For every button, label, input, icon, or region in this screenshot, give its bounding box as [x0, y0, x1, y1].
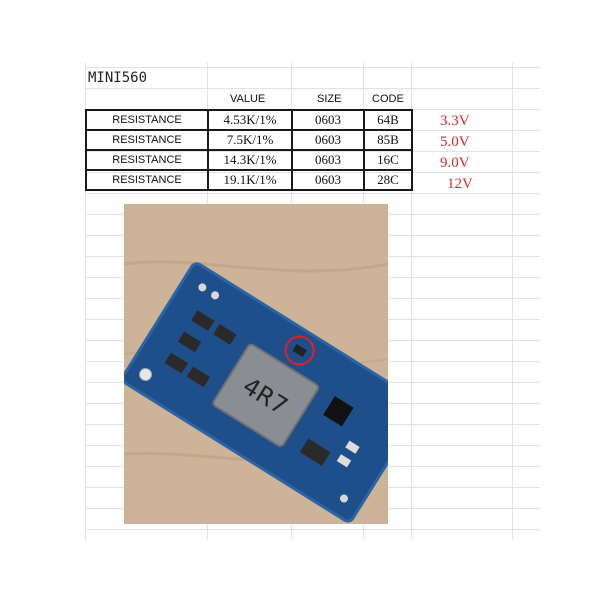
cell-value[interactable]: 14.3K/1%: [207, 149, 293, 171]
smd-component: [345, 440, 360, 454]
highlight-circle: [284, 335, 315, 366]
cell-code[interactable]: 16C: [363, 149, 413, 171]
pcb-edge: [124, 262, 388, 523]
grid-line: [512, 62, 513, 540]
cell-label[interactable]: RESISTANCE: [85, 169, 209, 191]
pcb-board: 4R7: [124, 262, 388, 523]
cell-size[interactable]: 0603: [291, 169, 365, 191]
via: [211, 291, 220, 300]
sheet-title: MINI560: [88, 70, 148, 86]
cell-label[interactable]: RESISTANCE: [85, 109, 209, 131]
table-row: RESISTANCE 4.53K/1% 0603 64B: [85, 109, 413, 131]
cell-code[interactable]: 28C: [363, 169, 413, 191]
inductor: [212, 343, 320, 448]
voltage-label[interactable]: 3.3V: [440, 113, 470, 129]
header-size: SIZE: [317, 93, 342, 105]
cell-size[interactable]: 0603: [291, 149, 365, 171]
smd-component: [299, 438, 331, 466]
cell-value[interactable]: 7.5K/1%: [207, 129, 293, 151]
wood-grain: [124, 260, 388, 273]
grid-line: [411, 62, 412, 540]
cell-size[interactable]: 0603: [291, 129, 365, 151]
smd-component: [177, 331, 202, 353]
cell-code[interactable]: 64B: [363, 109, 413, 131]
smd-component: [213, 324, 237, 345]
pcb-photo: 4R7: [124, 204, 388, 524]
table-row: RESISTANCE 14.3K/1% 0603 16C: [85, 149, 413, 171]
header-code: CODE: [372, 93, 404, 105]
cell-value[interactable]: 19.1K/1%: [207, 169, 293, 191]
cell-label[interactable]: RESISTANCE: [85, 129, 209, 151]
header-value: VALUE: [230, 93, 266, 105]
cell-code[interactable]: 85B: [363, 129, 413, 151]
voltage-label[interactable]: 9.0V: [440, 155, 470, 171]
voltage-label[interactable]: 5.0V: [440, 134, 470, 150]
ic-chip: [323, 396, 354, 427]
grid-line: [85, 529, 540, 530]
smd-component: [186, 366, 210, 388]
resistance-table: RESISTANCE 4.53K/1% 0603 64B RESISTANCE …: [85, 109, 413, 191]
voltage-label[interactable]: 12V: [447, 176, 473, 192]
cell-label[interactable]: RESISTANCE: [85, 149, 209, 171]
grid-line: [85, 67, 540, 68]
table-row: RESISTANCE 7.5K/1% 0603 85B: [85, 129, 413, 151]
pcb-illustration: 4R7: [124, 204, 388, 524]
mounting-hole: [139, 368, 153, 382]
smd-component: [336, 454, 352, 468]
smd-component: [191, 310, 215, 332]
cell-value[interactable]: 4.53K/1%: [207, 109, 293, 131]
table-row: RESISTANCE 19.1K/1% 0603 28C: [85, 169, 413, 191]
grid-line: [85, 62, 86, 540]
grid-line: [85, 193, 540, 194]
via: [339, 494, 348, 503]
grid-line: [85, 88, 540, 89]
feedback-resistor: [292, 343, 307, 358]
cell-size[interactable]: 0603: [291, 109, 365, 131]
via: [198, 283, 207, 292]
smd-component: [164, 352, 188, 374]
